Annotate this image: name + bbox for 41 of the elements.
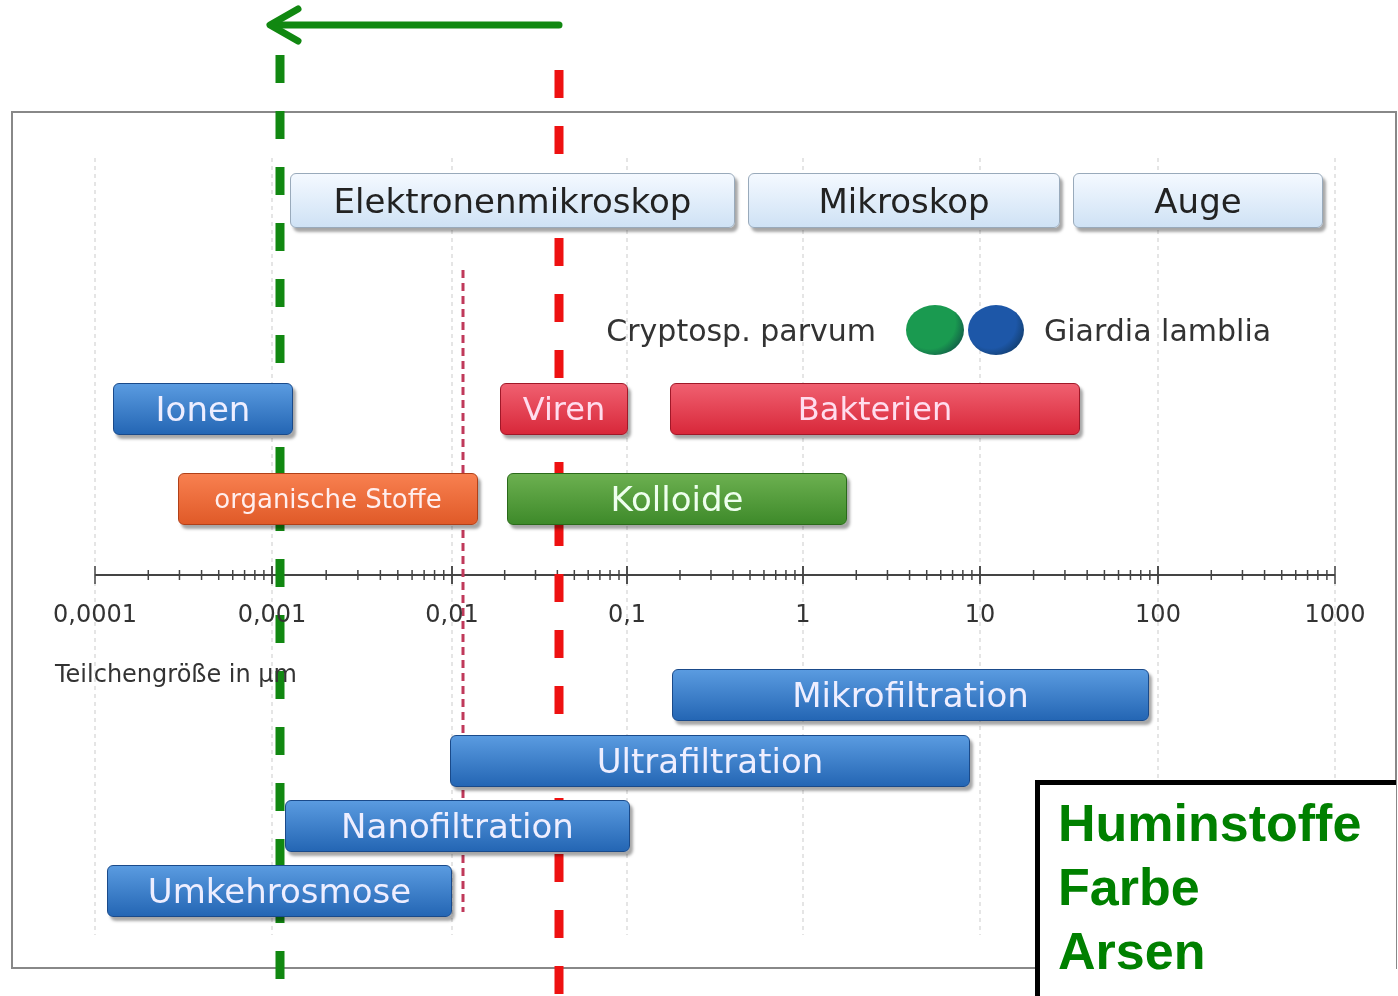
size-range-bar (113, 383, 293, 435)
bar-label: Ultrafiltration (596, 741, 824, 781)
tick-label: 10 (964, 600, 996, 628)
note-box (1035, 780, 1396, 996)
bar-label: Ionen (155, 389, 251, 429)
bar-label: Bakterien (797, 390, 953, 428)
size-range-bar (450, 735, 970, 787)
tick-label: 0,1 (607, 600, 647, 628)
tick-label: 100 (1135, 600, 1181, 628)
bar-label: Viren (522, 390, 606, 428)
bar-label: Elektronenmikroskop (333, 180, 692, 221)
size-range-bar (178, 473, 478, 525)
bar-label: Kolloide (610, 479, 744, 519)
size-range-bar (507, 473, 847, 525)
organism-label: Cryptosp. parvum (606, 313, 876, 348)
organism-circle (906, 305, 964, 355)
size-range-bar (107, 865, 452, 917)
instrument-bar (748, 173, 1060, 228)
size-range-bar (670, 383, 1080, 435)
note-text: Farbe (1058, 857, 1200, 918)
note-text: Huminstoffe (1058, 793, 1362, 854)
bar-label: Nanofiltration (341, 806, 574, 846)
tick-label: 0,001 (237, 600, 307, 628)
organism-circle (968, 305, 1024, 355)
bar-label: Auge (1154, 180, 1242, 221)
instrument-bar (1073, 173, 1323, 228)
axis-title: Teilchengröße in µm (55, 660, 297, 688)
bar-label: Mikrofiltration (792, 675, 1029, 715)
size-range-bar (500, 383, 628, 435)
bar-label: Mikroskop (818, 180, 990, 221)
size-range-bar (285, 800, 630, 852)
tick-label: 0,01 (425, 600, 479, 628)
bar-label: Umkehrosmose (147, 871, 412, 911)
tick-label: 0,0001 (53, 600, 137, 628)
size-range-bar (672, 669, 1149, 721)
tick-label: 1000 (1304, 600, 1366, 628)
instrument-bar (290, 173, 735, 228)
tick-label: 1 (795, 600, 811, 628)
bar-label: organische Stoffe (214, 484, 442, 514)
note-text: Arsen (1058, 921, 1206, 982)
organism-label: Giardia lamblia (1044, 313, 1272, 348)
